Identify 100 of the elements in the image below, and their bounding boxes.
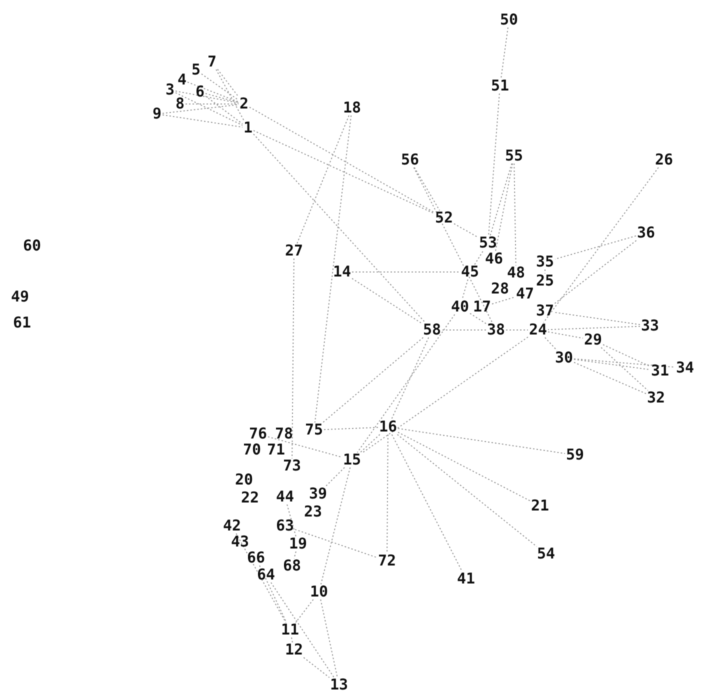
network-link — [492, 296, 516, 304]
node-label: 35 — [534, 254, 556, 270]
node-label: 31 — [650, 364, 670, 378]
node-label: 56 — [400, 152, 420, 168]
network-link — [187, 82, 239, 102]
node-label: 23 — [302, 504, 324, 520]
network-link — [217, 68, 239, 98]
network-link — [205, 93, 239, 103]
node-label: 78 — [274, 426, 294, 442]
node-label: 9 — [151, 106, 163, 122]
network-link — [296, 115, 350, 244]
network-link — [320, 467, 351, 585]
node-label: 53 — [478, 236, 498, 250]
node-label: 15 — [342, 452, 362, 468]
network-link — [253, 130, 434, 214]
node-label: 38 — [486, 322, 506, 338]
network-link — [543, 167, 659, 323]
network-link — [162, 114, 243, 128]
node-label: 11 — [280, 622, 300, 638]
node-label: 48 — [506, 266, 526, 280]
node-label: 10 — [308, 584, 330, 600]
network-link — [398, 428, 566, 454]
network-link — [324, 426, 378, 430]
network-link — [162, 104, 239, 114]
node-label: 25 — [534, 274, 556, 288]
node-label: 70 — [242, 442, 262, 458]
node-label: 72 — [376, 554, 398, 568]
network-link — [413, 167, 493, 323]
network-link — [474, 250, 484, 265]
node-label: 41 — [456, 572, 476, 586]
network-link — [386, 434, 388, 554]
node-label: 22 — [240, 490, 260, 506]
node-label: 17 — [472, 300, 492, 314]
network-link — [236, 533, 286, 623]
node-label: 18 — [342, 100, 362, 116]
node-label: 21 — [530, 498, 550, 514]
network-link — [270, 582, 335, 678]
node-label: 3 — [164, 82, 176, 98]
network-link — [544, 337, 558, 351]
network-link — [454, 223, 478, 238]
node-label: 54 — [536, 546, 556, 562]
node-label: 29 — [582, 332, 604, 348]
network-link — [362, 336, 528, 454]
network-link — [554, 240, 637, 304]
node-label: 76 — [248, 426, 268, 442]
network-link — [216, 69, 244, 121]
network-link — [322, 337, 424, 423]
node-label: 5 — [190, 62, 202, 78]
node-label: 1 — [242, 120, 254, 136]
node-label: 37 — [534, 304, 556, 318]
node-label: 16 — [378, 420, 398, 434]
node-label: 60 — [22, 238, 42, 254]
network-link — [514, 163, 516, 266]
node-label: 55 — [504, 148, 524, 164]
network-link — [268, 436, 342, 458]
network-link — [291, 637, 293, 643]
network-link — [391, 434, 463, 572]
node-label: 58 — [422, 322, 442, 338]
node-label: 12 — [284, 642, 304, 658]
node-label: 6 — [194, 84, 206, 100]
node-label: 45 — [460, 264, 480, 280]
node-label: 19 — [288, 536, 308, 552]
node-label: 64 — [256, 568, 276, 582]
node-label: 75 — [304, 422, 324, 438]
node-label: 4 — [176, 72, 188, 88]
network-link — [470, 312, 486, 324]
network-link — [500, 27, 508, 79]
node-label: 61 — [12, 316, 32, 330]
node-label: 28 — [490, 282, 510, 296]
network-link — [292, 258, 294, 459]
node-label: 14 — [332, 264, 352, 280]
network-link — [352, 278, 422, 324]
node-label: 43 — [230, 534, 250, 550]
node-label: 33 — [640, 318, 660, 334]
network-link — [554, 235, 636, 260]
network-link — [320, 599, 338, 678]
node-label: 26 — [654, 152, 674, 168]
network-link — [249, 106, 434, 213]
network-link — [494, 163, 514, 252]
node-label: 34 — [674, 360, 696, 376]
network-link — [488, 93, 500, 236]
node-label: 20 — [234, 472, 254, 488]
node-label: 36 — [636, 226, 656, 240]
network-link — [490, 163, 512, 236]
node-label: 42 — [222, 518, 242, 534]
node-label: 73 — [282, 458, 302, 474]
node-label: 2 — [238, 96, 250, 112]
network-link — [462, 279, 468, 300]
node-label: 39 — [308, 486, 328, 502]
node-label: 30 — [554, 350, 574, 366]
node-label: 27 — [284, 244, 304, 258]
network-link — [294, 551, 296, 559]
network-link — [398, 432, 530, 502]
node-label: 52 — [434, 210, 454, 226]
node-label: 13 — [328, 678, 350, 692]
node-label: 59 — [564, 448, 586, 462]
node-label: 66 — [246, 550, 266, 566]
node-label: 8 — [174, 96, 186, 112]
network-link — [600, 347, 648, 391]
network-link — [175, 90, 239, 104]
